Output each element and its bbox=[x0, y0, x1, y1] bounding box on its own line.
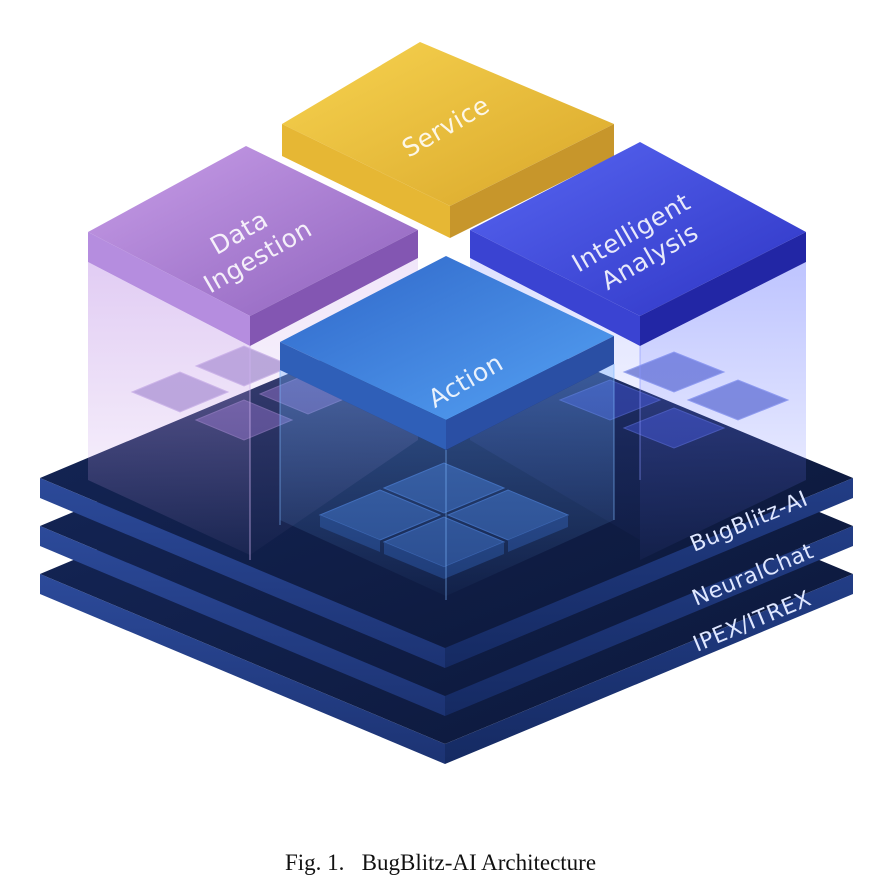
block-service: Service bbox=[282, 42, 614, 238]
block-intelligent-analysis: Intelligent Analysis bbox=[470, 142, 806, 560]
architecture-diagram: BugBlitz-AI NeuralChat IPEX/ITREX Servic… bbox=[40, 42, 853, 764]
figure-caption: Fig. 1. BugBlitz-AI Architecture bbox=[284, 850, 597, 875]
block-action: Action bbox=[279, 256, 615, 600]
